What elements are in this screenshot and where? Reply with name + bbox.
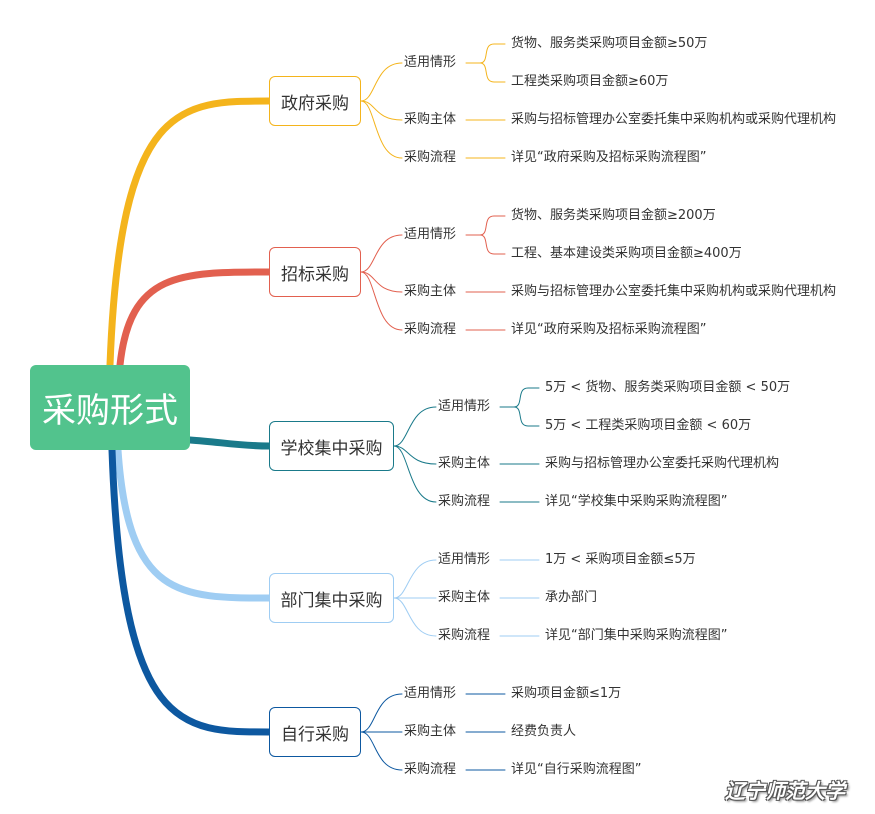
item-connector-3-0: [393, 559, 437, 599]
detail-connector-0-0-1: [479, 62, 506, 83]
detail-connector-2-0-0: [513, 387, 540, 408]
branch-connector-2: [186, 436, 273, 450]
item-label-2-1: 采购主体: [438, 456, 491, 471]
watermark-logo: 辽宁师范大学: [725, 779, 845, 803]
detail-text-2-2-0: 详见“学校集中采购采购流程图”: [545, 494, 728, 509]
item-label-3-2: 采购流程: [438, 628, 491, 643]
item-connector-2-0: [393, 406, 437, 447]
item-label-1-0: 适用情形: [404, 227, 457, 242]
branch-node-1[interactable]: 招标采购: [269, 247, 361, 297]
item-connector-1-2: [360, 271, 403, 331]
branch-node-4[interactable]: 自行采购: [269, 707, 361, 757]
item-label-0-2: 采购流程: [404, 150, 457, 165]
detail-text-2-0-1: 5万 < 工程类采购项目金额 < 60万: [545, 418, 752, 433]
detail-text-2-0-0: 5万 < 货物、服务类采购项目金额 < 50万: [545, 380, 791, 395]
detail-text-4-0-0: 采购项目金额≤1万: [511, 686, 622, 701]
branch-node-3[interactable]: 部门集中采购: [269, 573, 394, 623]
detail-connector-0-0-0: [479, 43, 506, 64]
item-label-3-1: 采购主体: [438, 590, 491, 605]
item-label-0-0: 适用情形: [404, 55, 457, 70]
item-label-3-0: 适用情形: [438, 552, 491, 567]
item-label-2-2: 采购流程: [438, 494, 491, 509]
item-label-2-0: 适用情形: [438, 399, 491, 414]
item-label-1-1: 采购主体: [404, 284, 457, 299]
item-label-4-1: 采购主体: [404, 724, 457, 739]
branch-node-2[interactable]: 学校集中采购: [269, 421, 394, 471]
item-connector-1-1: [360, 271, 403, 293]
detail-text-0-1-0: 采购与招标管理办公室委托集中采购机构或采购代理机构: [511, 112, 837, 127]
detail-text-1-1-0: 采购与招标管理办公室委托集中采购机构或采购代理机构: [511, 284, 837, 299]
item-connector-0-0: [360, 62, 403, 102]
detail-connector-2-0-1: [513, 406, 540, 427]
detail-text-1-0-0: 货物、服务类采购项目金额≥200万: [511, 208, 716, 223]
detail-connector-1-0-1: [479, 234, 506, 255]
item-label-4-2: 采购流程: [404, 762, 457, 777]
item-connector-4-0: [360, 693, 403, 733]
detail-text-3-0-0: 1万 < 采购项目金额≤5万: [545, 552, 696, 567]
item-connector-3-2: [393, 597, 437, 637]
item-connector-2-2: [393, 445, 437, 503]
root-node[interactable]: 采购形式: [30, 365, 190, 450]
detail-text-0-0-0: 货物、服务类采购项目金额≥50万: [511, 36, 708, 51]
item-connector-0-2: [360, 100, 403, 159]
item-connector-0-1: [360, 100, 403, 121]
detail-text-2-1-0: 采购与招标管理办公室委托采购代理机构: [545, 456, 780, 471]
root-label: 采购形式: [42, 391, 178, 431]
item-label-0-1: 采购主体: [404, 112, 457, 127]
detail-text-4-2-0: 详见“自行采购流程图”: [511, 762, 642, 777]
item-connector-4-2: [360, 731, 403, 771]
detail-text-4-1-0: 经费负责人: [511, 724, 577, 739]
item-label-1-2: 采购流程: [404, 322, 457, 337]
item-connector-1-0: [360, 234, 403, 273]
detail-text-0-2-0: 详见“政府采购及招标采购流程图”: [511, 150, 707, 165]
branch-connector-4: [108, 446, 273, 736]
item-connector-2-1: [393, 445, 437, 465]
detail-text-1-2-0: 详见“政府采购及招标采购流程图”: [511, 322, 707, 337]
item-label-4-0: 适用情形: [404, 686, 457, 701]
detail-text-0-0-1: 工程类采购项目金额≥60万: [511, 74, 669, 89]
branch-node-0[interactable]: 政府采购: [269, 76, 361, 126]
detail-text-3-2-0: 详见“部门集中采购采购流程图”: [545, 628, 728, 643]
detail-connector-1-0-0: [479, 215, 506, 236]
branch-connector-0: [106, 97, 273, 369]
branch-connector-1: [116, 268, 273, 369]
detail-text-1-0-1: 工程、基本建设类采购项目金额≥400万: [511, 246, 742, 261]
branch-connector-3: [114, 446, 273, 602]
detail-text-3-1-0: 承办部门: [545, 590, 598, 605]
